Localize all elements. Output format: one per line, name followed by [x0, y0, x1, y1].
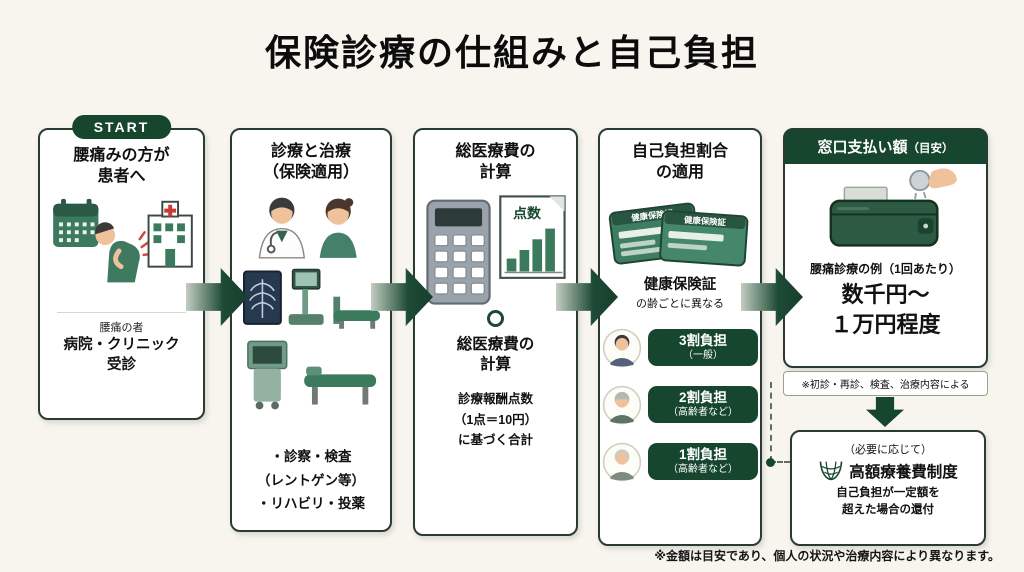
panel4-title: 自己負担割合 の適用 — [631, 143, 728, 181]
panel5-amount: 数千円〜 １万円程度 — [830, 282, 941, 337]
ultrasound-cart-icon — [247, 340, 288, 409]
dashed-connector — [770, 461, 790, 463]
safety-net-icon — [819, 461, 843, 481]
panel2-title: 診療と治療 （保険適用） — [262, 143, 359, 181]
panel4-subtitle-bold: 健康保険証 — [643, 276, 717, 293]
copay-badge: 2割負担 （高齢者など） — [648, 385, 758, 424]
treatment-bed-icon — [333, 296, 380, 329]
panel1-caption: 病院・クリニック 受診 — [63, 336, 180, 373]
insurance-cards-illustration: 健康保険証 健康保険証 — [608, 202, 749, 267]
person-senior2-icon — [602, 442, 642, 481]
step-panel-copay-ratio: 自己負担割合 の適用 健康保険証 健康保険証 健康保険証 の齢ごとに異なる — [598, 128, 762, 546]
subpanel-line1: （必要に応じて） — [844, 444, 932, 456]
imaging-machine-icon — [288, 268, 324, 325]
subpanel-title-row: 高額療養費制度 — [818, 459, 958, 482]
subpanel-description: 自己負担が一定額を 超えた場合の還付 — [836, 487, 940, 517]
recovery-bed-icon — [304, 366, 377, 405]
panel4-subtitle-rest: の齢ごとに異なる — [636, 297, 724, 310]
copay-badge: 3割負担 （一般） — [648, 328, 758, 367]
person-senior-icon — [602, 385, 642, 424]
panel5-example-label: 腰痛診療の例（1回あたり） — [810, 262, 961, 276]
panel3-subheading: 総医療費の 計算 — [456, 335, 535, 373]
panel1-title: 腰痛みの方が 患者へ — [73, 147, 170, 185]
panel5-note: ※初診・再診、検査、治療内容による — [783, 371, 988, 396]
connector-dot — [766, 457, 775, 467]
flow-node-icon — [487, 309, 504, 327]
panel2-caption: ・診察・検査 （レントゲン等） ・リハビリ・投薬 — [257, 449, 365, 512]
doctor-icon — [258, 197, 306, 259]
score-chart-icon: 点数 — [498, 194, 566, 279]
panel1-caption-small: 腰痛の者 — [99, 321, 144, 334]
high-cost-benefit-panel: （必要に応じて） 高額療養費制度 自己負担が一定額を 超えた場合の還付 — [790, 430, 986, 546]
svg-text:健康保険証: 健康保険証 — [684, 214, 727, 227]
step-panel-total-cost: 総医療費の 計算 点数 — [413, 128, 578, 536]
dashed-connector — [770, 382, 772, 462]
patient-visit-illustration — [52, 198, 193, 282]
score-label: 点数 — [513, 204, 541, 220]
divider — [56, 311, 187, 313]
start-badge: START — [71, 115, 172, 139]
copay-tier-row: 3割負担 （一般） — [602, 328, 758, 368]
treatment-illustration — [243, 197, 380, 409]
panel5-header: 窓口支払い額（目安） — [785, 130, 986, 164]
hospital-icon — [147, 200, 193, 268]
xray-film-icon — [243, 270, 282, 325]
copay-tier-row: 2割負担 （高齢者など） — [602, 385, 758, 425]
cost-calculation-illustration: 点数 — [425, 194, 566, 305]
patient-icon — [319, 197, 357, 258]
back-pain-person-icon — [94, 221, 153, 282]
copay-tier-row: 1割負担 （高齢者など） — [602, 442, 758, 482]
copay-badge: 1割負担 （高齢者など） — [648, 442, 758, 481]
step-panel-treatment: 診療と治療 （保険適用） — [230, 128, 392, 532]
panel3-caption: 診療報酬点数 （1点＝10円） に基づく合計 — [453, 391, 538, 448]
person-young-icon — [602, 328, 642, 367]
calendar-icon — [52, 198, 98, 247]
down-arrow-icon — [866, 397, 904, 427]
wallet-coin-icon — [829, 168, 957, 247]
step-panel-patient: START 腰痛みの方が 患者へ — [38, 115, 205, 420]
page-title: 保険診療の仕組みと自己負担 — [264, 32, 759, 73]
step-panel-payment: 窓口支払い額（目安） 腰痛診療の例（1回あたり） 数千円〜 １万円程度 — [783, 128, 988, 368]
insurance-card-icon: 健康保険証 — [659, 209, 749, 267]
subpanel-title: 高額療養費制度 — [849, 463, 958, 481]
footnote: ※金額は目安であり、個人の状況や治療内容により異なります。 — [654, 549, 1000, 563]
panel3-title: 総医療費の 計算 — [455, 143, 536, 181]
calculator-icon — [425, 199, 491, 305]
